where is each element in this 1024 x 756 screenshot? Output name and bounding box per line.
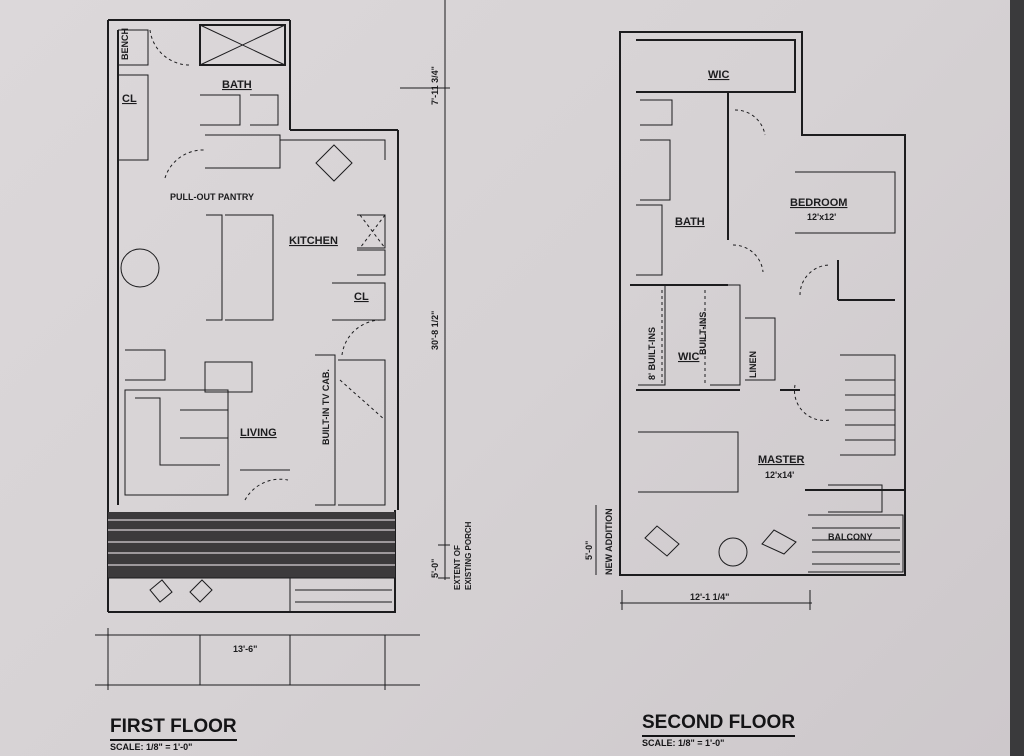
label-bedroom-size: 12'x12' <box>807 212 836 222</box>
label-tv-cabinet: BUILT-IN TV CAB. <box>321 369 331 445</box>
vertical-dimension-line <box>400 0 450 580</box>
dim-width: 13'-6" <box>233 644 257 654</box>
master-armchairs <box>644 525 797 557</box>
dim-addition: 5'-0" <box>584 541 594 560</box>
second-floor-scale: SCALE: 1/8" = 1'-0" <box>642 738 725 748</box>
label-master: MASTER <box>758 454 805 466</box>
label-built-ins: BUILT-INS <box>698 312 708 355</box>
door-swings-second <box>661 109 831 421</box>
label-pantry: PULL-OUT PANTRY <box>170 192 254 202</box>
first-floor-title: FIRST FLOOR <box>110 716 237 741</box>
porch-note-wrap: EXTENT OF EXISTING PORCH <box>453 521 473 590</box>
first-floor-plan: BENCH CL BATH PULL-OUT PANTRY KITCHEN CL… <box>95 0 473 690</box>
label-closet: CL <box>354 291 369 303</box>
label-bench: BENCH <box>120 28 130 60</box>
dim-upper: 7'-11 3/4" <box>430 66 440 105</box>
width-dimension-line <box>95 628 420 690</box>
porch-decking <box>108 519 395 566</box>
second-floor-plan: WIC BATH BEDROOM 12'x12' 8' BUILT-INS WI… <box>584 31 906 610</box>
second-dimension-lines <box>595 505 812 610</box>
label-balcony: BALCONY <box>828 532 873 542</box>
stairs-and-balcony-decking <box>812 379 900 565</box>
dim-porch-note: EXTENT OF EXISTING PORCH <box>453 521 473 590</box>
door-swings <box>149 29 386 501</box>
dim-width-2: 12'-1 1/4" <box>690 592 729 602</box>
label-wic-top: WIC <box>708 69 729 81</box>
label-master-size: 12'x14' <box>765 470 794 480</box>
label-closet-top: CL <box>122 93 137 105</box>
label-living: LIVING <box>240 427 277 439</box>
table-edge <box>1010 0 1024 756</box>
label-kitchen: KITCHEN <box>289 235 338 247</box>
label-wic: WIC <box>678 351 699 363</box>
porch-steps <box>108 577 395 612</box>
sectional-sofa <box>124 389 229 496</box>
label-bedroom: BEDROOM <box>790 197 847 209</box>
dim-addition-note: NEW ADDITION <box>604 508 614 575</box>
dim-porch: 5'-0" <box>430 559 440 578</box>
label-built-ins-left: 8' BUILT-INS <box>647 327 657 380</box>
second-floor-walls <box>619 31 906 576</box>
cooktop <box>315 144 353 182</box>
shower <box>199 24 286 66</box>
label-linen: LINEN <box>748 351 758 378</box>
first-floor-scale: SCALE: 1/8" = 1'-0" <box>110 742 193 752</box>
second-floor-title: SECOND FLOOR <box>642 712 796 737</box>
fixtures-and-furniture <box>636 99 904 573</box>
dining-table <box>120 248 160 288</box>
round-table <box>718 537 748 567</box>
label-bath-2: BATH <box>675 216 705 228</box>
porch-chairs <box>149 579 213 603</box>
label-bath: BATH <box>222 79 252 91</box>
armchair <box>204 361 253 393</box>
dim-main: 30'-8 1/2" <box>430 311 440 350</box>
screen-porch <box>108 512 395 578</box>
